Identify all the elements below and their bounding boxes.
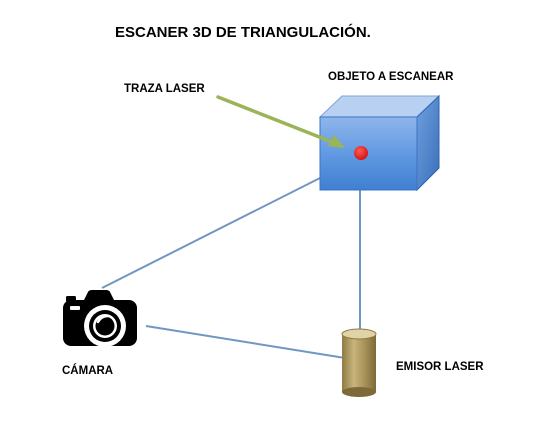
diagram-title: ESCANER 3D DE TRIANGULACIÓN.: [115, 23, 371, 41]
beam-lines: [101, 176, 361, 359]
object-label: OBJETO A ESCANEAR: [328, 71, 454, 83]
camera-label: CÁMARA: [62, 364, 113, 377]
laser-cylinder-icon: [341, 328, 377, 397]
red-dot-icon: [354, 146, 368, 160]
emitter-label: EMISOR LASER: [396, 361, 484, 373]
trace-arrow: [216, 95, 345, 148]
camera-to-object-line: [101, 176, 323, 289]
camera-icon: [63, 290, 137, 347]
blue-cube-icon: [318, 94, 441, 192]
camera-to-emitter-line: [145, 325, 346, 359]
laser-trace-label: TRAZA LASER: [124, 83, 205, 95]
cube-front-face: [319, 116, 418, 191]
